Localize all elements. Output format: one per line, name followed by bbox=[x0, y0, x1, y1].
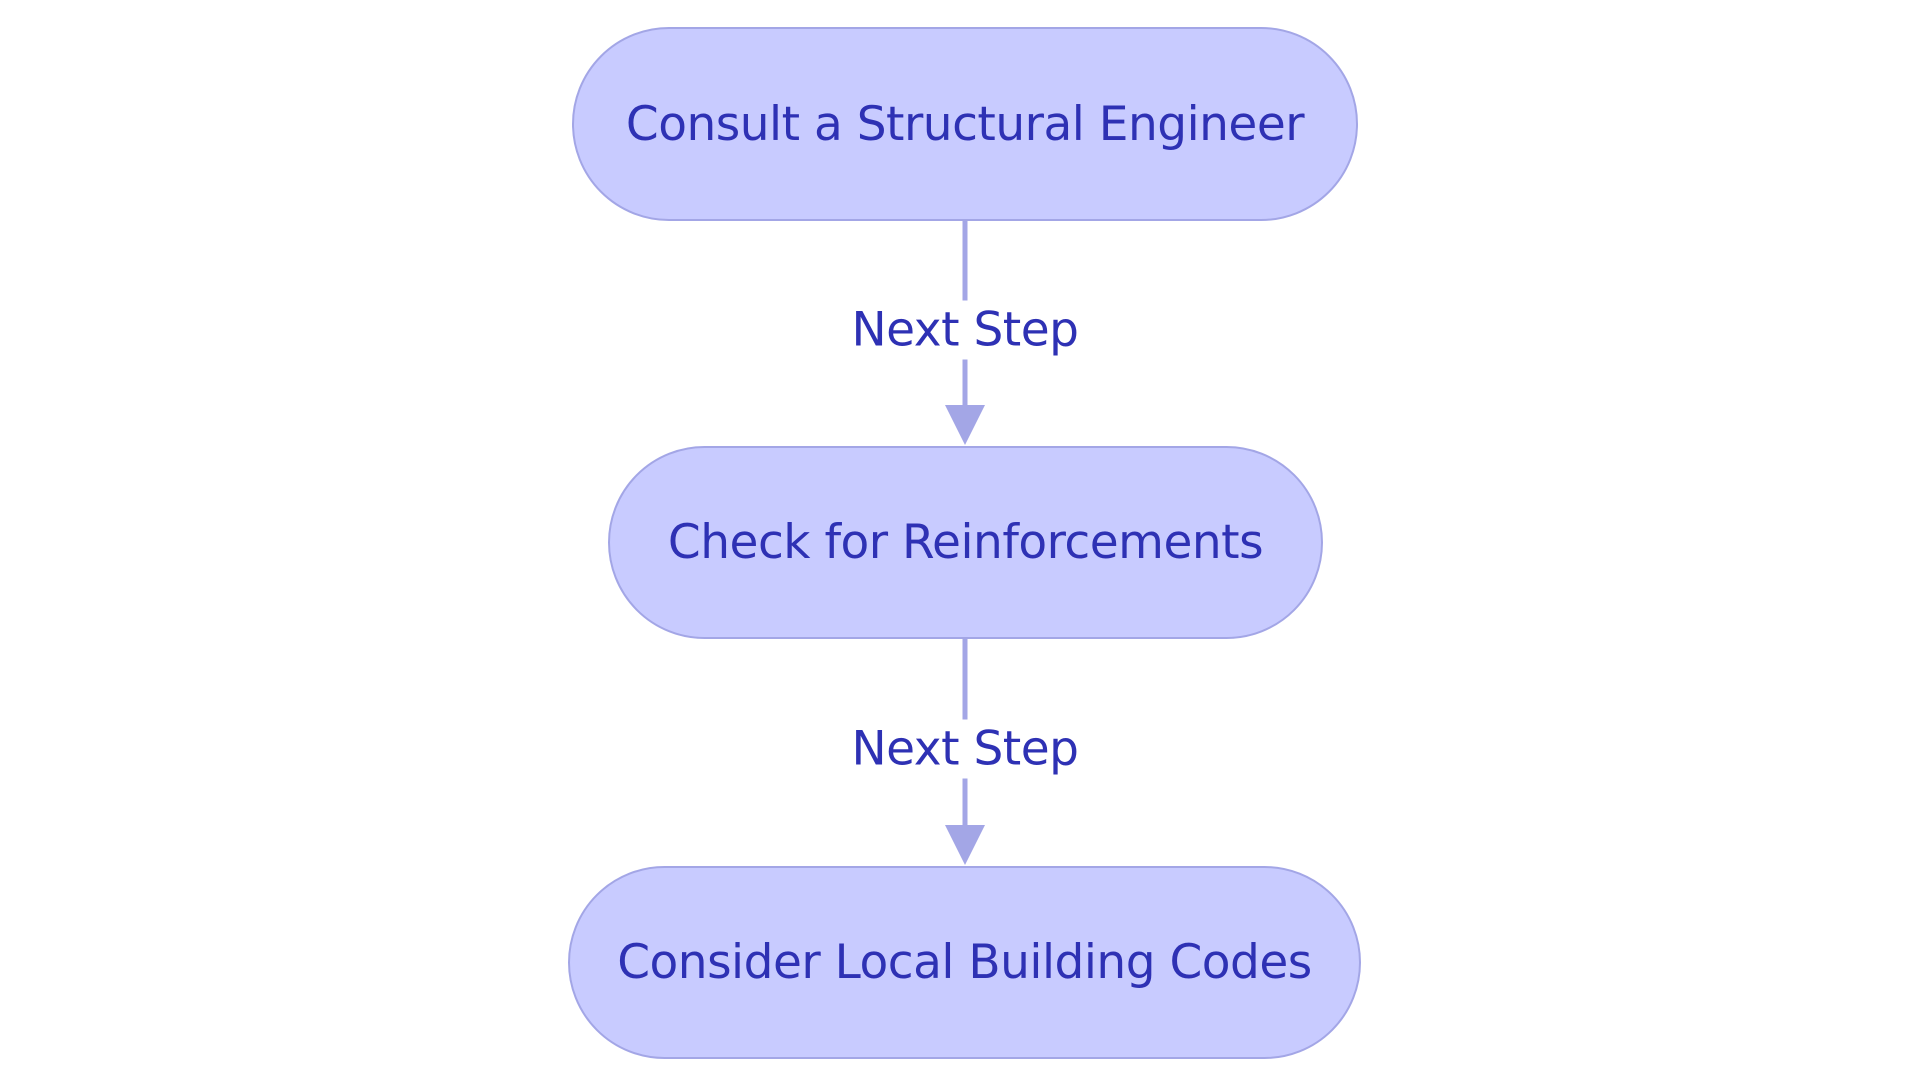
edge-label-next-step: Next Step bbox=[851, 300, 1079, 360]
edge-1-arrowhead bbox=[945, 405, 985, 445]
node-consider-local-building-codes: Consider Local Building Codes bbox=[568, 866, 1361, 1059]
node-label: Consider Local Building Codes bbox=[617, 935, 1312, 990]
node-label: Check for Reinforcements bbox=[667, 515, 1264, 570]
edge-2-arrowhead bbox=[945, 825, 985, 865]
node-consult-structural-engineer: Consult a Structural Engineer bbox=[572, 27, 1358, 221]
node-check-reinforcements: Check for Reinforcements bbox=[608, 446, 1323, 639]
node-label: Consult a Structural Engineer bbox=[625, 96, 1305, 152]
edge-label-next-step: Next Step bbox=[851, 719, 1079, 779]
